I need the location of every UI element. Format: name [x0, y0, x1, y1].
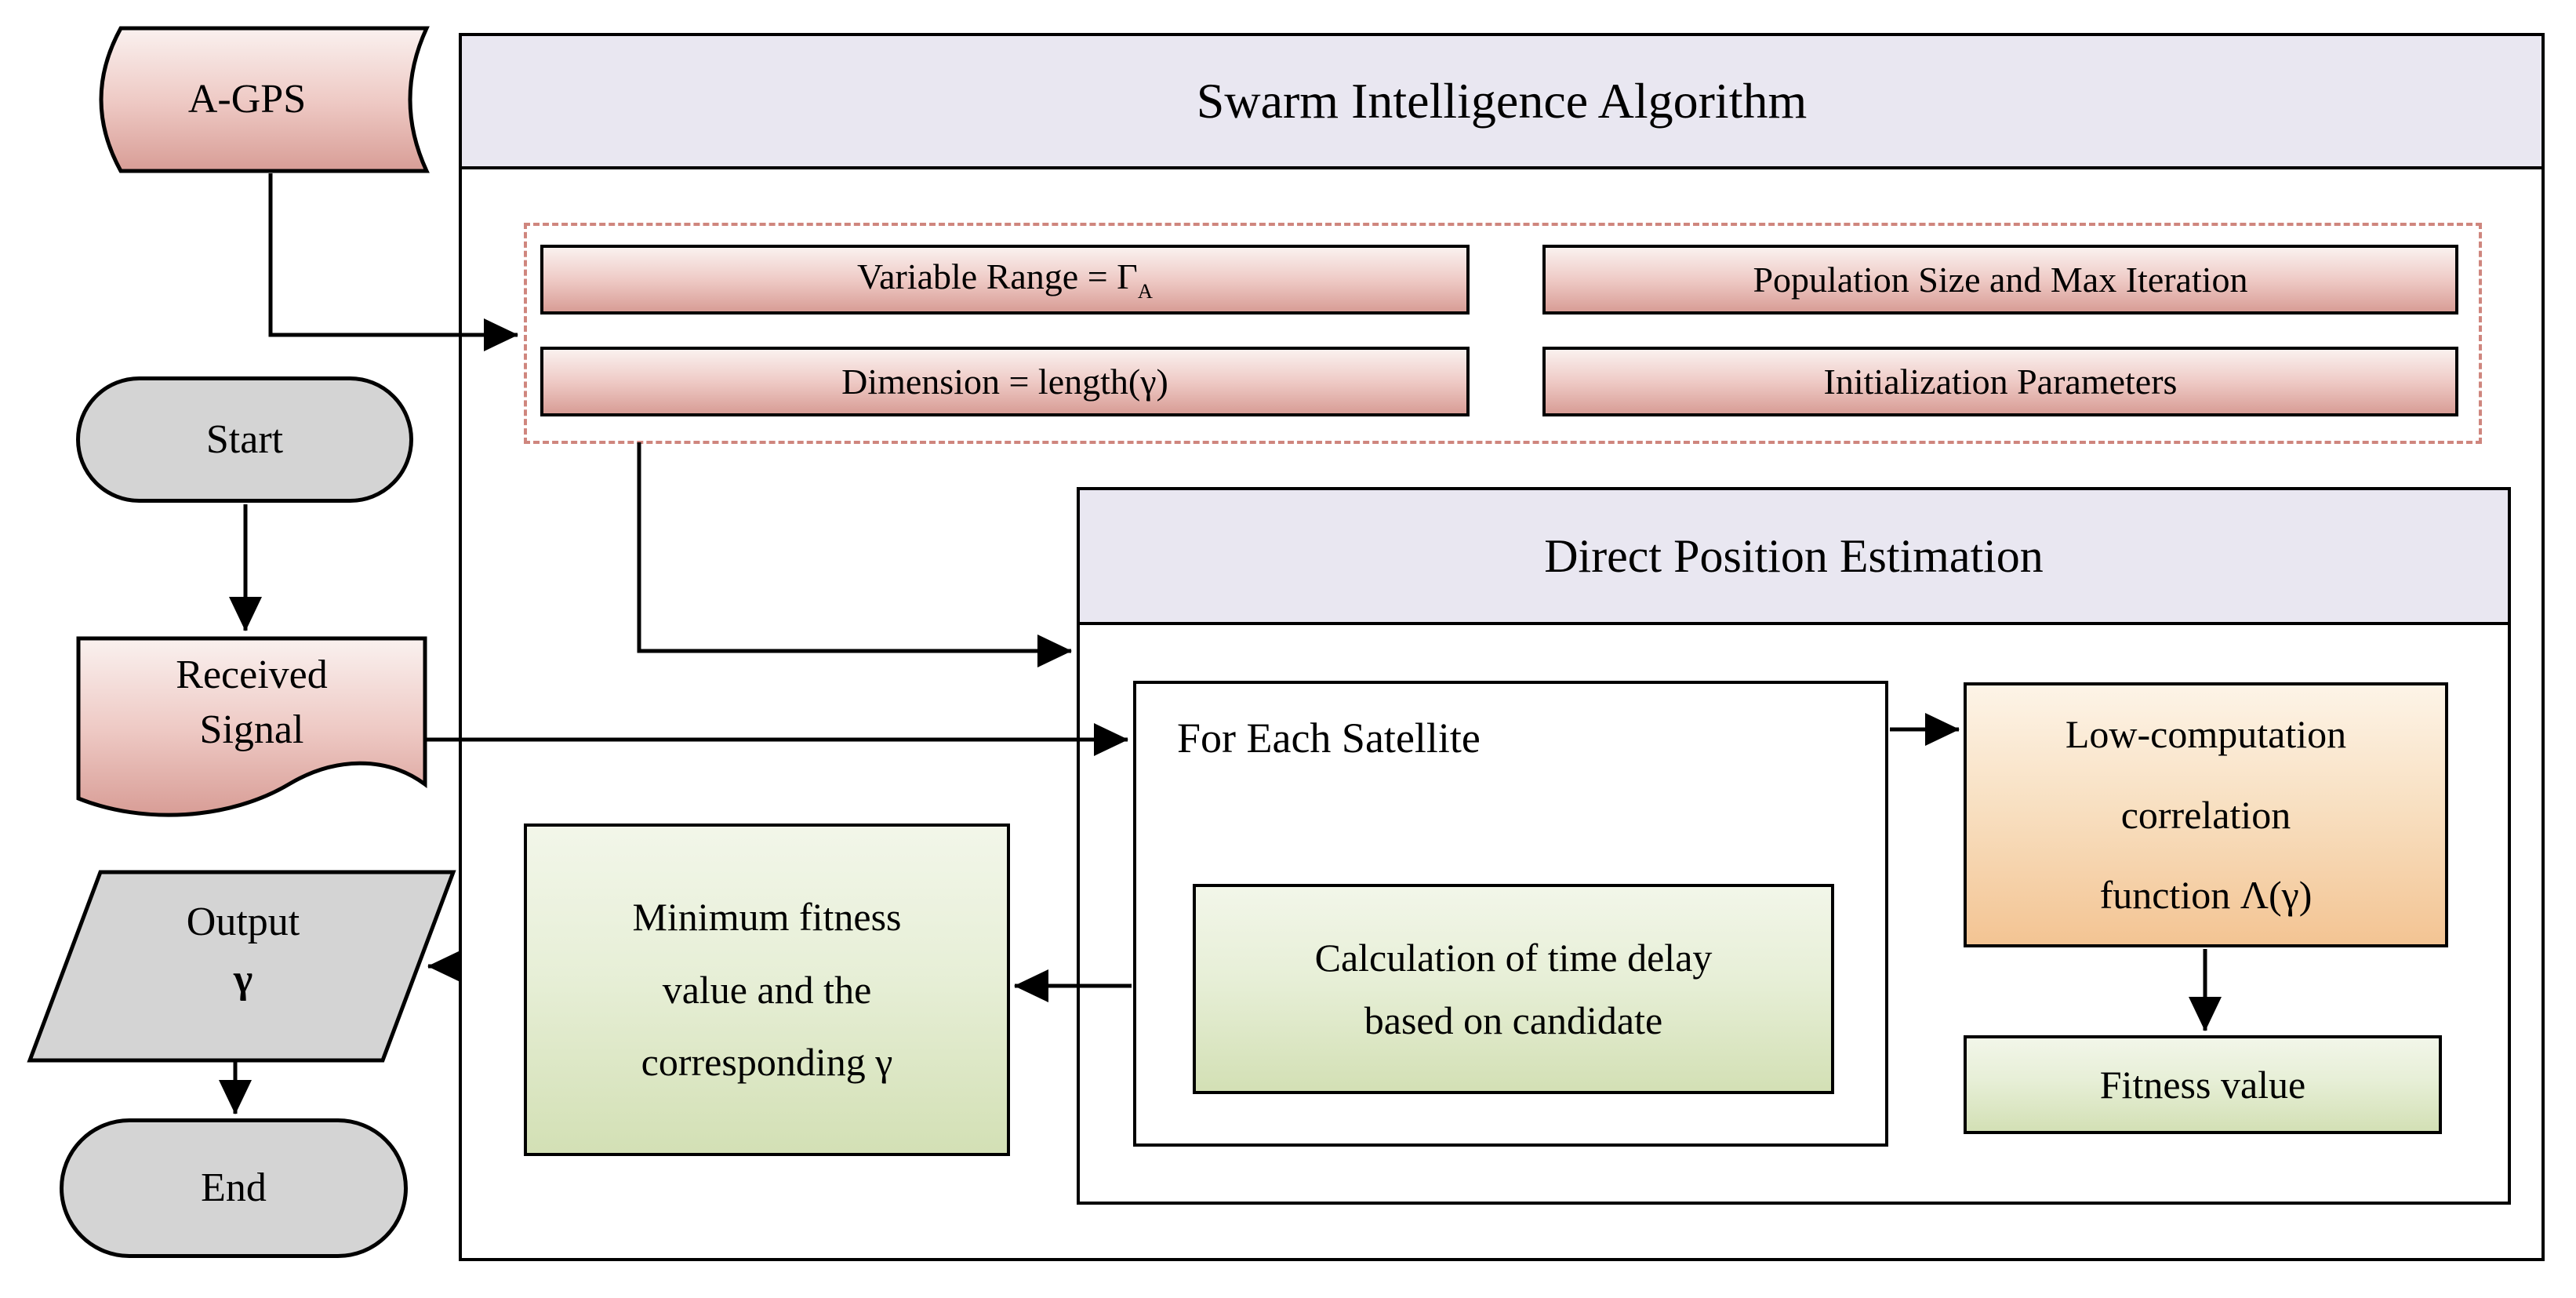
- low-computation-box: Low-computation correlation function Λ(γ…: [1964, 682, 2448, 947]
- min-fitness-label: Minimum fitness value and the correspond…: [632, 895, 902, 1085]
- min-fitness-box: Minimum fitness value and the correspond…: [524, 824, 1010, 1156]
- swarm-algorithm-header: Swarm Intelligence Algorithm: [462, 36, 2541, 169]
- dpe-title: Direct Position Estimation: [1544, 529, 2044, 582]
- agps-shape: [99, 26, 430, 173]
- end-node: End: [60, 1118, 408, 1258]
- received-signal-shape: [76, 636, 427, 817]
- swarm-algorithm-title: Swarm Intelligence Algorithm: [1196, 73, 1808, 129]
- for-each-satellite-label: For Each Satellite: [1177, 714, 1481, 762]
- param-dimension-label: Dimension = length(γ): [841, 362, 1168, 402]
- swarm-algorithm-box: Swarm Intelligence Algorithm: [459, 33, 2545, 1261]
- start-label: Start: [205, 416, 284, 462]
- for-each-satellite-box: For Each Satellite: [1133, 681, 1888, 1147]
- dpe-box: Direct Position Estimation: [1077, 487, 2511, 1205]
- param-population-size: Population Size and Max Iteration: [1542, 245, 2458, 315]
- calc-time-delay-box: Calculation of time delay based on candi…: [1193, 884, 1834, 1094]
- end-label: End: [201, 1165, 267, 1211]
- param-population-size-label: Population Size and Max Iteration: [1753, 260, 2248, 300]
- low-computation-label: Low-computation correlation function Λ(γ…: [2065, 712, 2347, 918]
- param-variable-range: Variable Range = ΓA: [540, 245, 1470, 315]
- output-shape: [27, 870, 456, 1063]
- output-label: Output γ: [27, 894, 460, 1009]
- calc-time-delay-label: Calculation of time delay based on candi…: [1314, 936, 1713, 1042]
- param-initialization-label: Initialization Parameters: [1823, 362, 2178, 402]
- fitness-value-box: Fitness value: [1964, 1035, 2442, 1134]
- output-gamma: γ: [233, 956, 253, 1002]
- param-initialization: Initialization Parameters: [1542, 347, 2458, 416]
- param-dimension: Dimension = length(γ): [540, 347, 1470, 416]
- params-dashed-group: [524, 223, 2482, 444]
- fitness-value-label: Fitness value: [2099, 1063, 2306, 1107]
- dpe-header: Direct Position Estimation: [1080, 490, 2508, 625]
- start-node: Start: [76, 376, 413, 503]
- gamma-a-subscript: A: [1137, 279, 1154, 303]
- param-variable-range-label: Variable Range = ΓA: [856, 256, 1154, 303]
- agps-label: A-GPS: [187, 77, 307, 122]
- received-signal-label: Received Signal: [176, 653, 328, 753]
